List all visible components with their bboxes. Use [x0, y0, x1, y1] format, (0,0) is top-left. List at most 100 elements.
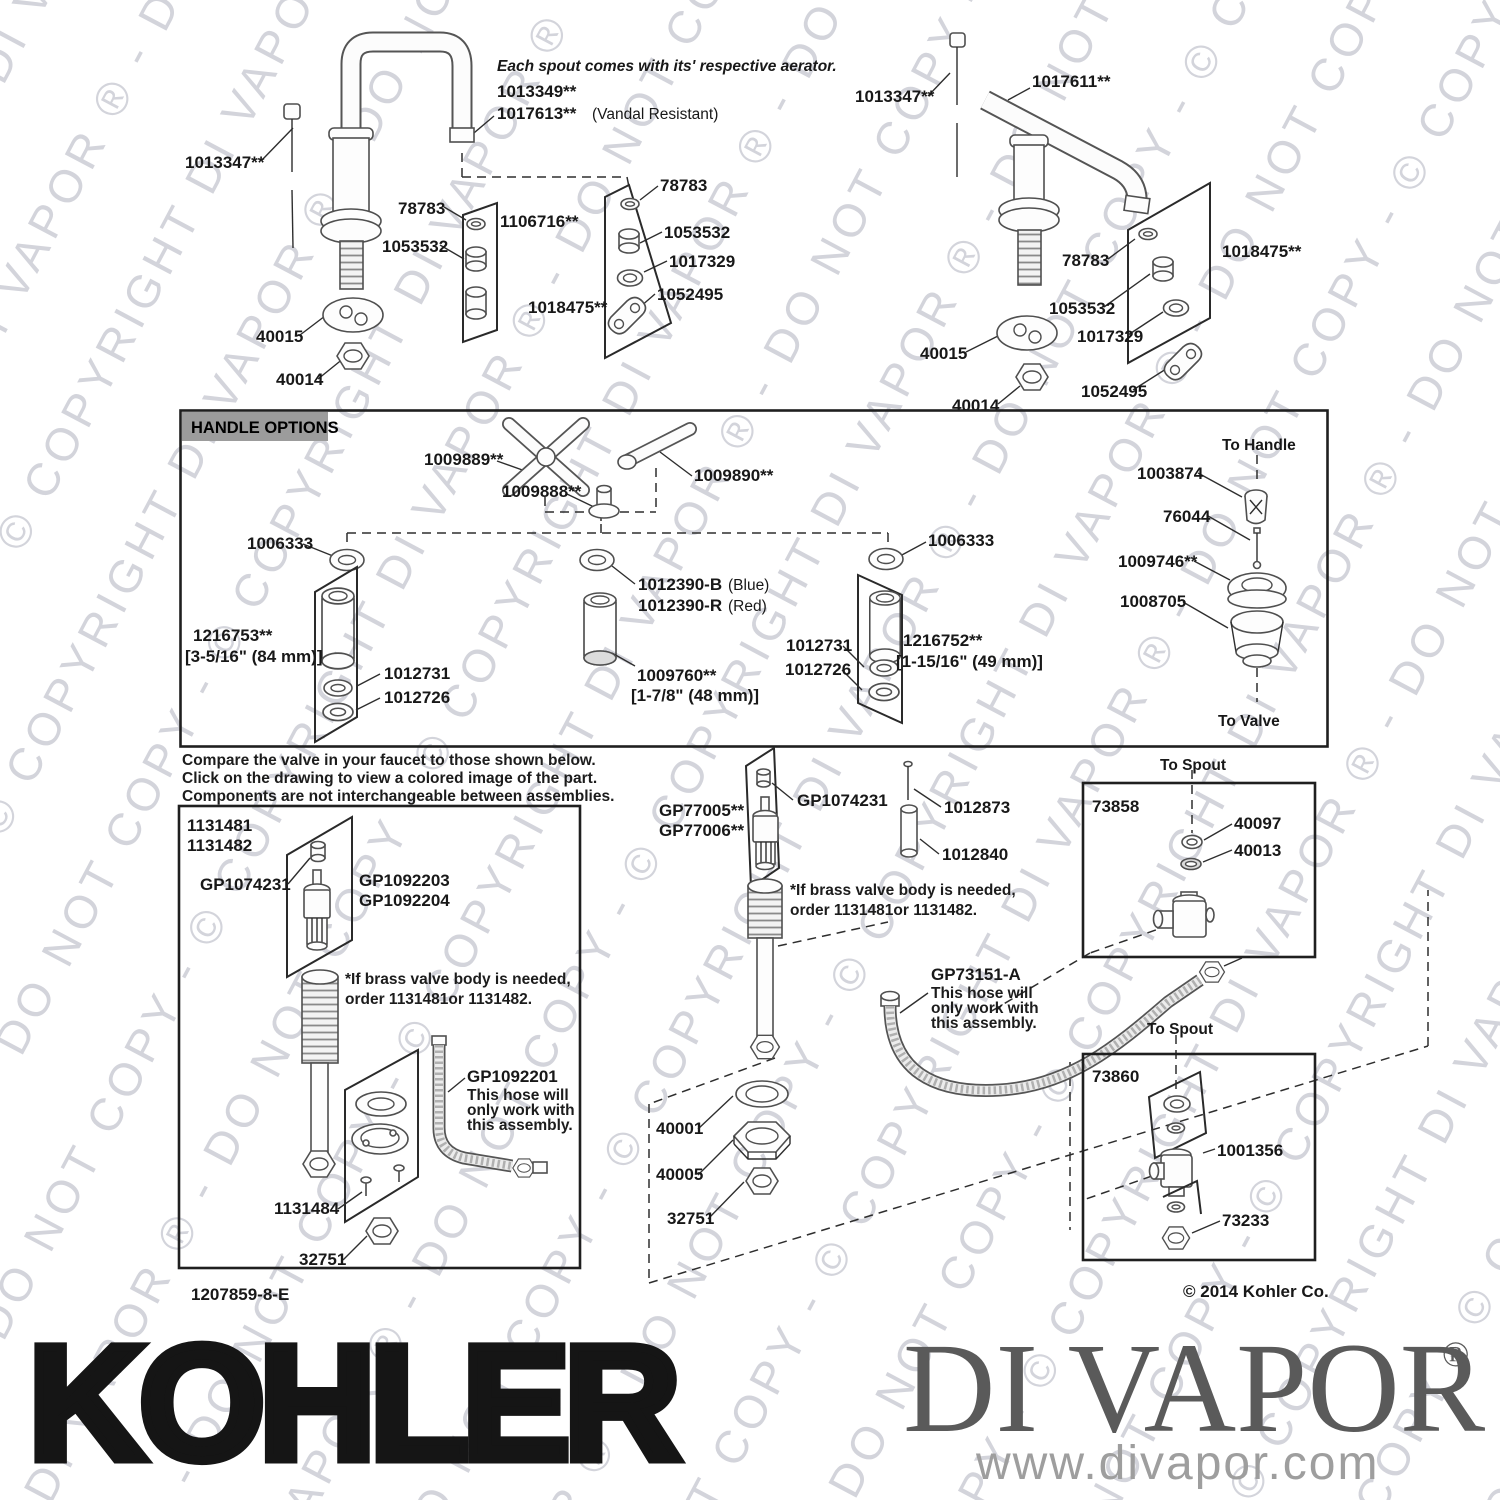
part-label-32751: 32751 [299, 1250, 346, 1269]
part-label-1012840: 1012840 [942, 845, 1008, 864]
extension-1012840-drawing [900, 804, 918, 858]
mount-kit-1131484-panel [344, 1048, 419, 1224]
hose-note-1: This hose will [467, 1087, 569, 1104]
part-label-1018475: 1018475** [528, 298, 608, 317]
part-label-1006333-right: 1006333 [928, 531, 994, 550]
part-label-1018475: 1018475** [1222, 242, 1302, 261]
part-label-1053532: 1053532 [1049, 299, 1115, 318]
lift-rod-drawing [949, 32, 966, 177]
part-dim-1216753: [3-5/16" (84 mm)] [185, 647, 323, 666]
part-label-78783: 78783 [1062, 251, 1109, 270]
divapor-logo: DI VAPOR [903, 1317, 1486, 1459]
part-label-1013347: 1013347** [185, 153, 265, 172]
part-label-1131482: 1131482 [187, 836, 252, 855]
doc-number: 1207859-8-E [191, 1285, 289, 1304]
part-label-1053532: 1053532 [382, 237, 448, 256]
middle-valve-assembly: GP77005** GP77006** GP1074231 1012873 10… [656, 746, 1243, 1228]
kohler-copyright: © 2014 Kohler Co. [1183, 1282, 1329, 1301]
hose-note-1: This hose will [931, 985, 1033, 1002]
part-label-40013: 40013 [1234, 841, 1281, 860]
washer-1012390-drawing [579, 548, 615, 572]
locknut-40005-drawing [733, 1121, 791, 1160]
part-dim-1216752: [1-15/16" (49 mm)] [896, 652, 1043, 671]
part-label-1216753: 1216753** [193, 626, 273, 645]
flange-1008705-drawing [1230, 610, 1284, 668]
brass-note-1: *If brass valve body is needed, [345, 971, 571, 988]
part-label-76044: 76044 [1163, 507, 1211, 526]
part-label-1017329: 1017329 [669, 252, 735, 271]
part-dim-1009760: [1-7/8" (48 mm)] [631, 686, 759, 705]
part-label-1017611: 1017611** [1032, 72, 1111, 91]
handle-options-header-bar [182, 412, 328, 441]
valve-body-drawing [747, 878, 783, 1060]
part-label-1012726-right: 1012726 [785, 660, 851, 679]
part-label-1131484: 1131484 [274, 1199, 340, 1218]
nut-32751-drawing [745, 1167, 779, 1195]
part-label-1017613: 1017613** [497, 104, 577, 123]
spout-connector-drawing [1152, 891, 1215, 938]
mount-screws [360, 1164, 405, 1196]
part-label-1008705: 1008705 [1120, 592, 1186, 611]
note-line-3: Components are not interchangeable betwe… [182, 788, 614, 805]
aerator-note: Each spout comes with its' respective ae… [497, 58, 837, 75]
part-label-1012390R: 1012390-R [638, 596, 722, 615]
part-note-red: (Red) [728, 598, 767, 615]
hose-note-3: this assembly. [931, 1015, 1037, 1032]
hose-note-3: this assembly. [467, 1117, 573, 1134]
spout-kit-73858-box: To Spout 73858 40097 40013 [1081, 757, 1317, 959]
part-label-1012731-right: 1012731 [786, 636, 852, 655]
hose-note-2: only work with [931, 1000, 1039, 1017]
skirt-1009760-drawing [583, 592, 617, 666]
to-handle-label: To Handle [1222, 437, 1296, 454]
body-1001356-panel [1147, 1070, 1208, 1250]
washer-1006333-left-drawing [329, 548, 365, 572]
skirt-1216753-panel [314, 565, 358, 744]
seal-kit-GP1074231-drawing [310, 840, 326, 863]
part-label-40014: 40014 [952, 396, 1000, 415]
part-label-1012873: 1012873 [944, 798, 1010, 817]
part-label-1053532-panel: 1053532 [664, 223, 730, 242]
washer-40013-drawing [1180, 857, 1202, 871]
cross-handle-drawing [502, 417, 590, 497]
threaded-shank [339, 240, 364, 290]
part-label-GP77006: GP77006** [659, 821, 744, 840]
brass-note-2: order 1131481or 1131482. [790, 902, 977, 919]
part-label-1009746: 1009746** [1118, 552, 1198, 571]
part-label-1013347: 1013347** [855, 87, 935, 106]
part-label-40005: 40005 [656, 1165, 703, 1184]
nut-40014-drawing [1015, 363, 1049, 391]
nut-32751-drawing [365, 1217, 399, 1245]
to-spout-label-2: To Spout [1147, 1021, 1213, 1038]
skirt-1216752-panel [857, 573, 903, 725]
screw-76044-drawing [1252, 527, 1262, 570]
angled-spout-drawing [980, 90, 1151, 286]
to-spout-label-1: To Spout [1160, 757, 1226, 774]
tee-body-drawing [1148, 1148, 1193, 1197]
part-label-GP1074231: GP1074231 [797, 791, 888, 810]
divapor-registered-mark: ® [1442, 1334, 1469, 1374]
nut-40014-drawing [336, 342, 370, 370]
part-note-blue: (Blue) [728, 577, 769, 594]
part-label-1012731-left: 1012731 [384, 664, 450, 683]
escutcheon-40015-drawing [322, 297, 384, 333]
handle-options-header: HANDLE OPTIONS [191, 419, 339, 437]
note-line-2: Click on the drawing to view a colored i… [182, 770, 597, 787]
part-label-1106716: 1106716** [500, 212, 579, 231]
cartridge-panel [286, 815, 353, 979]
part-label-1009889: 1009889** [424, 450, 504, 469]
part-label-1006333-left: 1006333 [247, 534, 313, 553]
part-label-73860: 73860 [1092, 1067, 1139, 1086]
left-valve-assembly: 1131481 1131482 GP1074231 GP1092203 GP10… [177, 804, 582, 1270]
cartridge-drawing [303, 869, 331, 951]
nut-73233-drawing [1161, 1226, 1191, 1250]
kohler-logo: KOHLER [28, 1311, 679, 1494]
part-label-1009890: 1009890** [694, 466, 774, 485]
part-label-GP1074231: GP1074231 [200, 875, 291, 894]
part-label-1012390B: 1012390-B [638, 575, 722, 594]
aerator-band [449, 127, 475, 143]
screw-1012873-drawing [903, 760, 913, 800]
part-label-1017329: 1017329 [1077, 327, 1143, 346]
part-note-vandal-resistant: (Vandal Resistant) [592, 106, 718, 123]
